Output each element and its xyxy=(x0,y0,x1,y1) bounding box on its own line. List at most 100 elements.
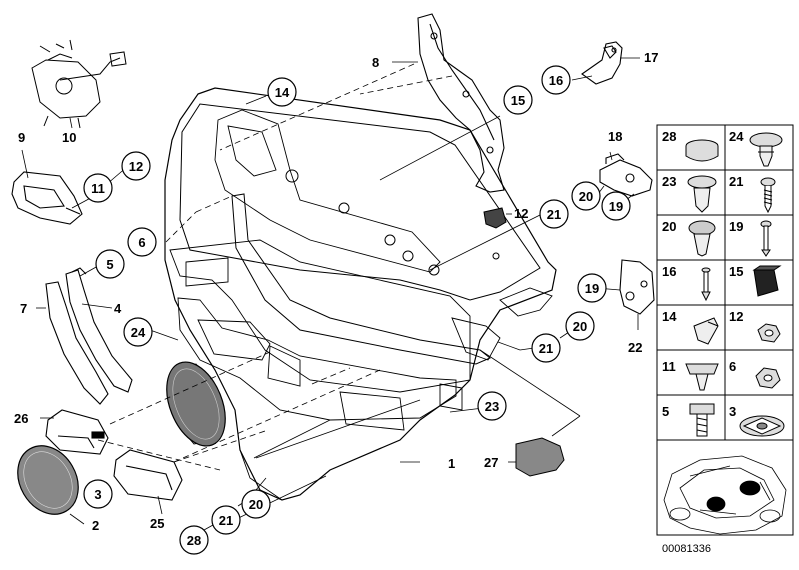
grid-part-12-drawing xyxy=(757,323,781,343)
grid-part-15-drawing xyxy=(752,265,782,297)
grid-label-15: 15 xyxy=(729,264,743,279)
grid-part-20-drawing xyxy=(688,220,716,257)
grid-label-6: 6 xyxy=(729,359,736,374)
svg-text:19: 19 xyxy=(609,199,623,214)
grid-label-3: 3 xyxy=(729,404,736,419)
grid-label-23: 23 xyxy=(662,174,676,189)
callout-23: 23 xyxy=(477,391,507,421)
callout-18: 18 xyxy=(608,129,622,144)
callout-17: 17 xyxy=(644,50,658,65)
motor-part-10-drawing xyxy=(31,39,127,129)
grid-label-11: 11 xyxy=(662,359,676,374)
parts-grid: 28 24 23 21 20 19 16 15 14 12 11 6 5 3 xyxy=(656,124,794,536)
grid-part-14-drawing xyxy=(693,317,719,345)
callout-12: 12 xyxy=(121,151,151,181)
callout-7: 7 xyxy=(20,301,27,316)
grid-label-20: 20 xyxy=(662,219,676,234)
svg-text:11: 11 xyxy=(91,181,105,196)
grid-label-28: 28 xyxy=(662,129,676,144)
callout-19-top: 19 xyxy=(601,191,631,221)
callout-13: 12 xyxy=(514,206,528,221)
grid-label-19: 19 xyxy=(729,219,743,234)
grid-part-11-drawing xyxy=(685,363,719,391)
svg-text:16: 16 xyxy=(549,73,563,88)
callout-11: 11 xyxy=(83,173,113,203)
svg-text:20: 20 xyxy=(579,189,593,204)
bracket-part-8-drawing xyxy=(417,13,505,193)
pocket-part-25-drawing xyxy=(113,449,183,501)
callout-3: 3 xyxy=(83,479,113,509)
callout-20-top: 20 xyxy=(571,181,601,211)
clip-part-13-drawing xyxy=(483,207,507,229)
svg-text:5: 5 xyxy=(106,257,113,272)
bracket-part-16-drawing xyxy=(581,41,623,85)
svg-text:15: 15 xyxy=(511,93,525,108)
callout-14: 14 xyxy=(267,77,297,107)
grid-label-24: 24 xyxy=(729,129,744,144)
callout-26: 26 xyxy=(14,411,28,426)
leader-lines xyxy=(21,57,640,531)
callout-21-mid: 21 xyxy=(531,333,561,363)
grid-label-12: 12 xyxy=(729,309,743,324)
callout-8: 8 xyxy=(372,55,379,70)
bracket-part-22-drawing xyxy=(619,259,655,315)
grid-label-16: 16 xyxy=(662,264,676,279)
svg-text:23: 23 xyxy=(485,399,499,414)
svg-text:21: 21 xyxy=(539,341,553,356)
callout-25: 25 xyxy=(150,516,164,531)
grid-label-5: 5 xyxy=(662,404,669,419)
callout-5: 5 xyxy=(95,249,125,279)
callout-27: 27 xyxy=(484,455,498,470)
callout-2: 2 xyxy=(92,518,99,533)
grid-part-24-drawing xyxy=(749,132,783,167)
vehicle-location-thumbnail xyxy=(663,455,787,535)
callout-20-mid: 20 xyxy=(565,311,595,341)
svg-text:14: 14 xyxy=(275,85,290,100)
handle-part-9-drawing xyxy=(11,171,83,225)
grid-part-16-drawing xyxy=(701,267,711,302)
speaker-grille-part-3-drawing xyxy=(17,445,79,515)
svg-text:20: 20 xyxy=(249,497,263,512)
svg-text:3: 3 xyxy=(94,487,101,502)
grid-part-19-drawing xyxy=(760,220,772,257)
grid-part-23-drawing xyxy=(687,175,717,213)
callout-1: 1 xyxy=(448,456,455,471)
svg-text:24: 24 xyxy=(131,325,146,340)
bracket-part-18-drawing xyxy=(599,153,653,197)
callout-19-mid: 19 xyxy=(577,273,607,303)
svg-text:6: 6 xyxy=(138,235,145,250)
grid-part-28-drawing xyxy=(685,139,719,162)
grid-part-21-drawing xyxy=(760,177,776,214)
callout-4: 4 xyxy=(114,301,122,316)
grid-part-6-drawing xyxy=(755,367,781,389)
callout-28: 28 xyxy=(179,525,209,555)
callout-10: 10 xyxy=(62,130,76,145)
svg-text:20: 20 xyxy=(573,319,587,334)
callout-labels: 1 2 4 7 8 9 10 12 17 18 22 25 26 27 xyxy=(14,50,658,533)
callout-21-top: 21 xyxy=(539,199,569,229)
grid-part-5-drawing xyxy=(689,403,715,437)
svg-text:19: 19 xyxy=(585,281,599,296)
callout-20-bottom: 20 xyxy=(241,489,271,519)
grid-label-21: 21 xyxy=(729,174,743,189)
trim-strip-part-5-7-drawing xyxy=(45,267,133,405)
callout-22: 22 xyxy=(628,340,642,355)
callout-9: 9 xyxy=(18,130,25,145)
door-panel-drawing xyxy=(164,87,557,501)
callout-24: 24 xyxy=(123,317,153,347)
svg-text:21: 21 xyxy=(547,207,561,222)
callout-6: 6 xyxy=(127,227,157,257)
svg-text:12: 12 xyxy=(129,159,143,174)
svg-text:21: 21 xyxy=(219,513,233,528)
svg-text:28: 28 xyxy=(187,533,201,548)
callout-16: 16 xyxy=(541,65,571,95)
grid-part-3-drawing xyxy=(739,415,785,437)
pocket-part-26-drawing xyxy=(45,409,109,455)
callout-21-bottom: 21 xyxy=(211,505,241,535)
speaker-cover-part-27-drawing xyxy=(515,437,565,477)
callout-15: 15 xyxy=(503,85,533,115)
grid-label-14: 14 xyxy=(662,309,677,324)
drawing-id: 00081336 xyxy=(662,543,711,555)
circled-callouts: 3 5 6 11 12 14 15 16 19 19 20 20 20 21 2… xyxy=(83,65,631,555)
